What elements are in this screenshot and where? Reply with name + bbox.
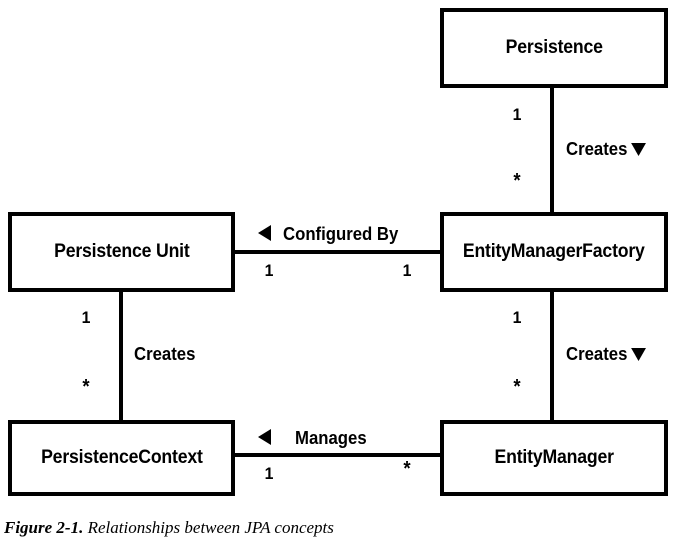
class-box-label: EntityManager bbox=[494, 447, 614, 468]
relationship-label-pu-configured-by-emf: Configured By bbox=[283, 224, 398, 245]
class-box-persistence-context[interactable]: PersistenceContext bbox=[8, 420, 235, 496]
multiplicity-pu-configured-by-emf-from: 1 bbox=[264, 261, 274, 280]
connector-persistence-to-emf bbox=[550, 88, 554, 214]
connector-pc-to-em bbox=[235, 453, 441, 457]
class-box-persistence[interactable]: Persistence bbox=[440, 8, 668, 88]
connector-pu-to-emf bbox=[235, 250, 441, 254]
relationship-label-pu-creates-pc: Creates bbox=[134, 344, 195, 365]
relationship-label-text: Creates bbox=[134, 344, 196, 364]
multiplicity-pc-manages-em-from: 1 bbox=[264, 464, 274, 483]
multiplicity-emf-creates-em-to: * bbox=[513, 376, 521, 398]
multiplicity-persistence-creates-emf-from: 1 bbox=[512, 105, 522, 124]
figure-caption-label: Figure 2-1. bbox=[4, 518, 84, 537]
relationship-label-text: Creates bbox=[566, 344, 628, 364]
multiplicity-pu-creates-pc-to: * bbox=[82, 376, 90, 398]
triangle-down-icon bbox=[631, 348, 647, 361]
class-box-label: Persistence Unit bbox=[53, 241, 190, 262]
class-box-label: EntityManagerFactory bbox=[463, 241, 645, 262]
class-box-persistence-unit[interactable]: Persistence Unit bbox=[8, 212, 235, 292]
multiplicity-emf-creates-em-from: 1 bbox=[512, 308, 522, 327]
multiplicity-pu-creates-pc-from: 1 bbox=[81, 308, 91, 327]
triangle-down-icon bbox=[631, 143, 647, 156]
relationship-label-text: Manages bbox=[295, 428, 367, 448]
multiplicity-pc-manages-em-to: * bbox=[403, 458, 411, 480]
class-box-entity-manager[interactable]: EntityManager bbox=[440, 420, 668, 496]
figure-caption: Figure 2-1. Relationships between JPA co… bbox=[4, 518, 334, 538]
class-box-entity-manager-factory[interactable]: EntityManagerFactory bbox=[440, 212, 668, 292]
connector-emf-to-em bbox=[550, 292, 554, 421]
relationship-label-text: Configured By bbox=[283, 224, 399, 244]
class-box-label: Persistence bbox=[505, 37, 603, 58]
relationship-label-emf-creates-em: Creates bbox=[566, 344, 647, 365]
relationship-label-pc-manages-em: Manages bbox=[295, 428, 367, 449]
relationship-label-text: Creates bbox=[566, 139, 628, 159]
figure-caption-text: Relationships between JPA concepts bbox=[87, 518, 334, 537]
triangle-left-icon-manages bbox=[258, 429, 271, 445]
relationship-label-persistence-creates-emf: Creates bbox=[566, 139, 647, 160]
multiplicity-pu-configured-by-emf-to: 1 bbox=[402, 261, 412, 280]
multiplicity-persistence-creates-emf-to: * bbox=[513, 170, 521, 192]
connector-pu-to-pc bbox=[119, 292, 123, 421]
triangle-left-icon-configured-by bbox=[258, 225, 271, 241]
class-box-label: PersistenceContext bbox=[40, 447, 203, 468]
